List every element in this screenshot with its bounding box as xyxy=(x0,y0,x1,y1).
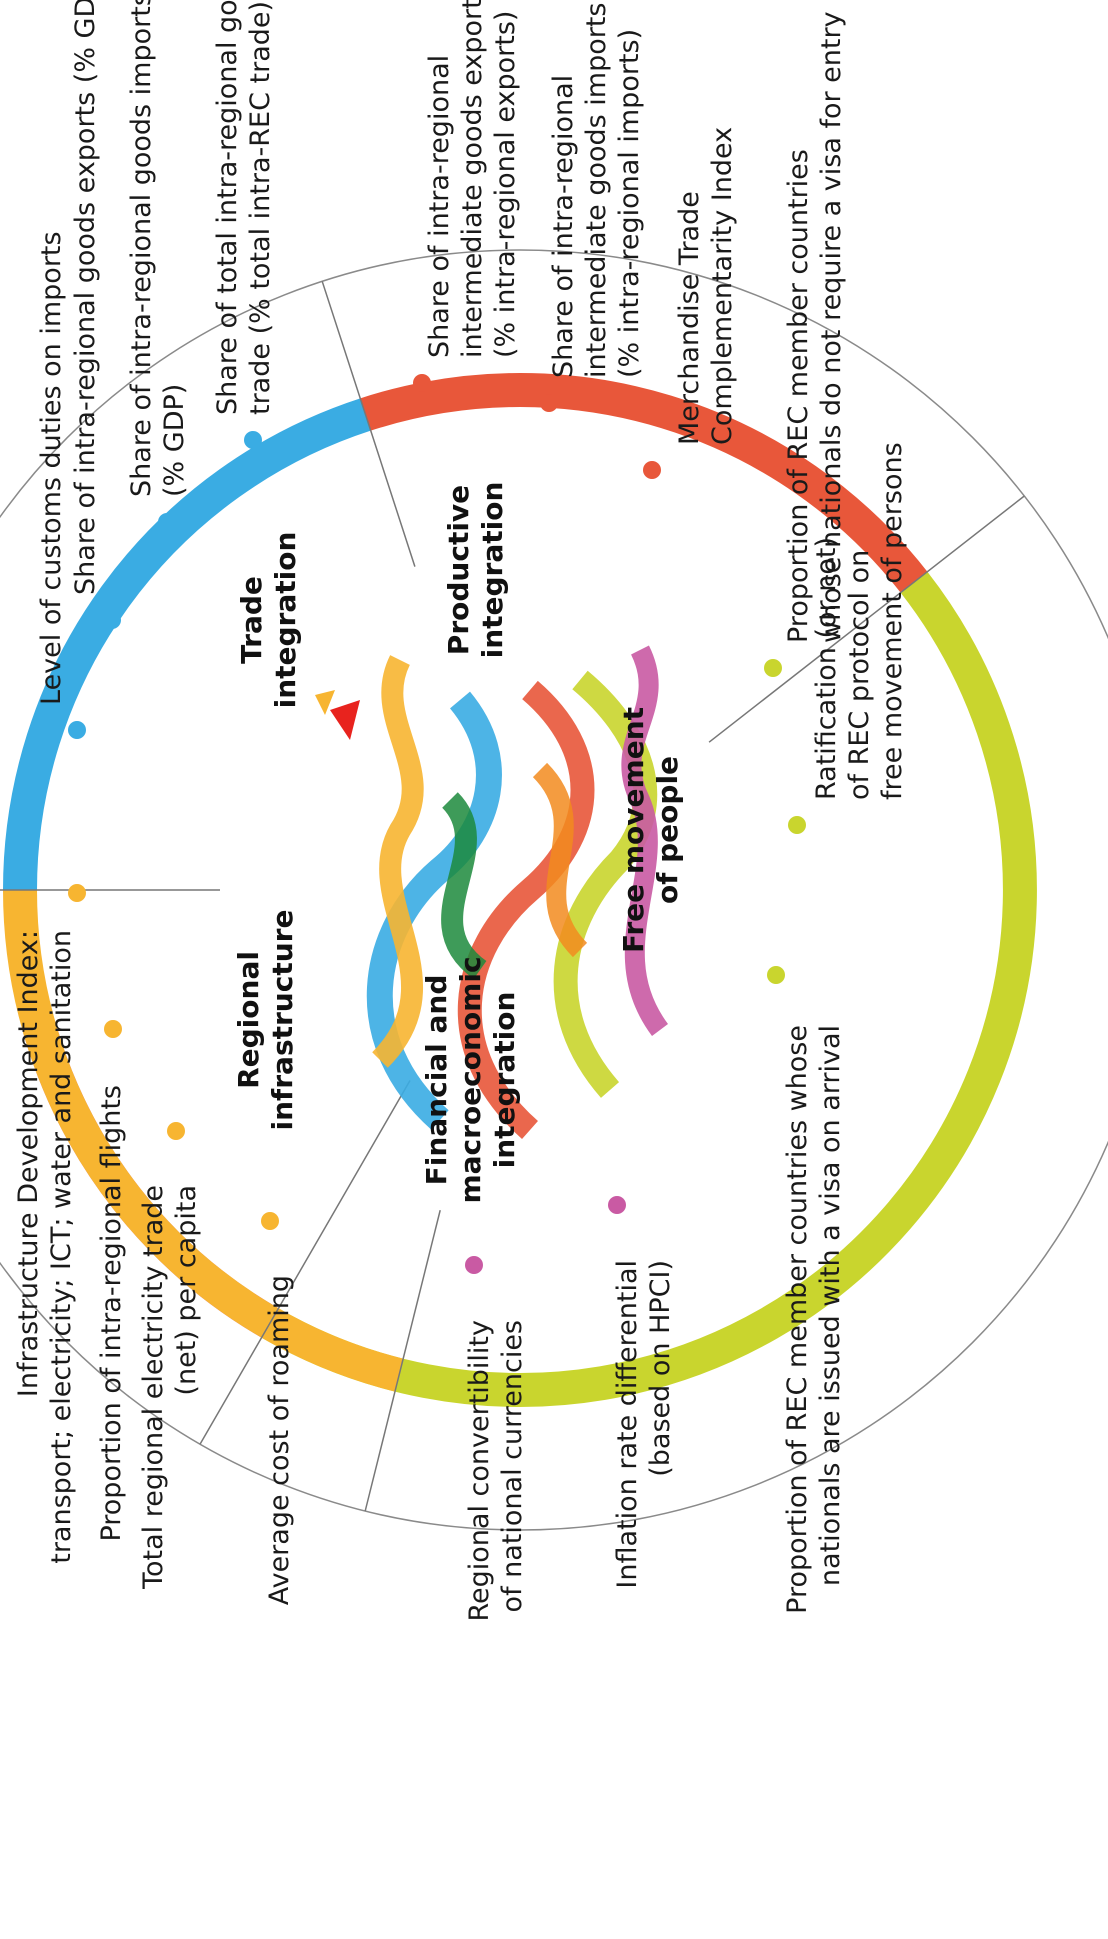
indicator-people-2: Ratification (or not)of REC protocol onf… xyxy=(788,442,908,834)
indicator-dot xyxy=(764,659,782,677)
dimension-label-trade: Tradeintegration xyxy=(235,532,302,709)
indicator-dot xyxy=(413,374,431,392)
indicator-dot xyxy=(104,1020,122,1038)
indicator-label: Share of total intra-regional goodstrade… xyxy=(212,0,276,415)
indicator-dot xyxy=(608,1196,626,1214)
outer-ring xyxy=(0,249,1108,1531)
indicator-trade-1: Level of customs duties on imports xyxy=(36,231,86,739)
divider-line-2 xyxy=(321,281,416,567)
indicator-dot xyxy=(158,513,176,531)
divider-line-3 xyxy=(708,495,1025,743)
indicator-dot xyxy=(167,1122,185,1140)
indicator-infrastructure-4: Infrastructure Development Index:transpo… xyxy=(13,884,86,1564)
indicator-productive-2: Share of intra-regionalintermediate good… xyxy=(540,3,645,412)
indicator-label: Share of intra-regionalintermediate good… xyxy=(424,0,521,358)
indicator-trade-4: Share of total intra-regional goodstrade… xyxy=(212,0,276,449)
indicator-label: Share of intra-regionalintermediate good… xyxy=(548,3,645,379)
indicator-dot xyxy=(788,816,806,834)
indicator-infrastructure-3: Proportion of intra-regional flights xyxy=(96,1020,127,1542)
indicator-label: Regional convertibilityof national curre… xyxy=(464,1320,528,1622)
indicator-label: Inflation rate differential(based on HPC… xyxy=(612,1260,676,1589)
indicator-label: Merchandise TradeComplementarity Index xyxy=(674,127,738,445)
indicator-label: Proportion of REC member countries whose… xyxy=(782,1025,846,1614)
indicator-trade-2: Share of intra-regional goods exports (%… xyxy=(70,0,121,629)
indicator-label: Proportion of intra-regional flights xyxy=(96,1085,127,1542)
center-logo xyxy=(315,645,669,1139)
trade-arc xyxy=(3,398,371,891)
people-arc xyxy=(261,571,1037,1407)
divider-line-5 xyxy=(364,1210,441,1512)
indicator-people-3: Proportion of REC member countries whose… xyxy=(767,966,846,1614)
indicator-productive-3: Merchandise TradeComplementarity Index xyxy=(643,127,738,479)
indicator-label: Share of intra-regional goods imports(% … xyxy=(126,0,190,497)
indicator-dot xyxy=(68,884,86,902)
indicator-productive-1: Share of intra-regionalintermediate good… xyxy=(413,0,521,392)
indicator-dot xyxy=(244,431,262,449)
dimension-label-people: Free movementof people xyxy=(617,707,684,953)
indicator-label: Total regional electricity trade(net) pe… xyxy=(138,1185,202,1590)
indicator-financial-1: Inflation rate differential(based on HPC… xyxy=(608,1196,676,1589)
indicator-dot xyxy=(643,461,661,479)
indicator-label: Proportion of REC member countrieswhose … xyxy=(783,11,847,643)
productive-arc xyxy=(360,373,928,593)
indicator-dot xyxy=(767,966,785,984)
indicator-dot xyxy=(103,611,121,629)
dimension-labels: Tradeintegration ProductiveintegrationFre… xyxy=(232,482,684,1204)
indicator-label: Average cost of roaming xyxy=(264,1275,295,1605)
indicator-label: Ratification (or not)of REC protocol onf… xyxy=(811,442,908,800)
indicator-label: Share of intra-regional goods exports (%… xyxy=(70,0,101,595)
divider-line-4 xyxy=(199,1080,411,1445)
indicator-infrastructure-2: Total regional electricity trade(net) pe… xyxy=(138,1122,202,1590)
indicator-label: Level of customs duties on imports xyxy=(36,231,67,705)
indicator-financial-2: Regional convertibilityof national curre… xyxy=(464,1256,528,1622)
indicator-people-1: Proportion of REC member countrieswhose … xyxy=(764,11,847,677)
indicator-label: Infrastructure Development Index:transpo… xyxy=(13,930,77,1564)
dimension-label-financial: Financial andmacroeconomicintegration xyxy=(420,956,521,1203)
indicator-trade-3: Share of intra-regional goods imports(% … xyxy=(126,0,190,531)
indicator-dot xyxy=(261,1212,279,1230)
indicator-dot xyxy=(465,1256,483,1274)
dimension-label-infrastructure: Regionalinfrastructure xyxy=(232,910,299,1131)
divider-lines xyxy=(0,281,1025,1512)
indicator-dot xyxy=(540,394,558,412)
infrastructure-arc xyxy=(3,889,404,1392)
indicator-infrastructure-1: Average cost of roaming xyxy=(261,1212,295,1605)
indicator-dot xyxy=(68,721,86,739)
dimension-label-productive: Productiveintegration xyxy=(442,482,509,659)
dimension-arcs xyxy=(3,373,1037,1407)
